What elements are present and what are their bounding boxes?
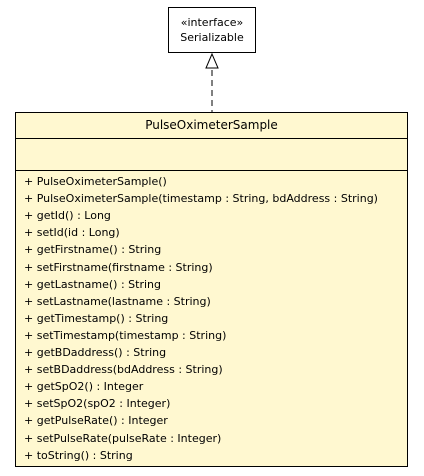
class-name: PulseOximeterSample bbox=[16, 113, 407, 139]
operation-row: + getLastname() : String bbox=[24, 277, 161, 291]
operation-row: + getSpO2() : Integer bbox=[24, 380, 144, 394]
operation-row: + setSpO2(spO2 : Integer) bbox=[24, 397, 171, 411]
operation-row: + setPulseRate(pulseRate : Integer) bbox=[24, 431, 222, 445]
class-box: PulseOximeterSample + PulseOximeterSampl… bbox=[15, 112, 408, 467]
operation-row: + setFirstname(firstname : String) bbox=[24, 260, 213, 274]
operation-row: + toString() : String bbox=[24, 448, 133, 462]
operation-row: + getId() : Long bbox=[24, 209, 111, 223]
interface-name: Serializable bbox=[180, 31, 244, 44]
operation-row: + getPulseRate() : Integer bbox=[24, 414, 168, 428]
attributes-compartment bbox=[16, 139, 407, 171]
realization-arrowhead bbox=[205, 52, 219, 69]
interface-stereotype: «interface» bbox=[180, 16, 244, 29]
operation-row: + setId(id : Long) bbox=[24, 226, 120, 240]
operation-row: + PulseOximeterSample(timestamp : String… bbox=[24, 192, 378, 206]
operation-row: + setLastname(lastname : String) bbox=[24, 294, 211, 308]
operation-row: + getFirstname() : String bbox=[24, 243, 162, 257]
operation-row: + PulseOximeterSample() bbox=[24, 175, 167, 188]
operation-row: + setBDaddress(bdAddress : String) bbox=[24, 363, 223, 377]
interface-serializable-box: «interface» Serializable bbox=[168, 7, 256, 53]
operation-row: + getBDaddress() : String bbox=[24, 346, 167, 359]
operation-row: + getTimestamp() : String bbox=[24, 311, 169, 325]
operation-row: + setTimestamp(timestamp : String) bbox=[24, 328, 227, 342]
